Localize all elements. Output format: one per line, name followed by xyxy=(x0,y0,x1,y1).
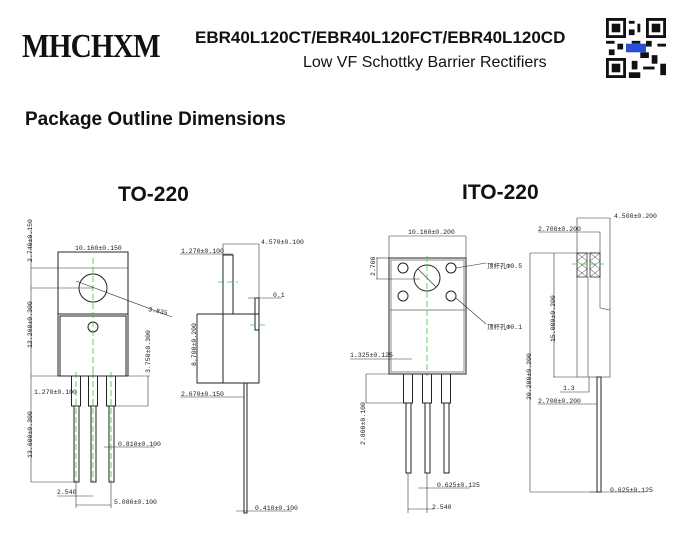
package-title-to220: TO-220 xyxy=(118,183,189,206)
brand-logo: MHCHXM xyxy=(22,28,161,65)
product-subtitle: Low VF Schottky Barrier Rectifiers xyxy=(303,54,547,71)
ito220-side-view: 4.500±0.200 2.700±0.200 15.000±0.200 20.… xyxy=(526,213,657,494)
dim-label: 2.800±0.100 xyxy=(360,402,367,445)
dim-label: 12.260±0.300 xyxy=(27,301,34,348)
dim-label: 4.570±0.100 xyxy=(261,239,304,246)
dim-label: 1.325±0.125 xyxy=(350,352,393,359)
dim-label: 10.160±0.200 xyxy=(408,229,455,236)
dim-label: 8.700±0.200 xyxy=(191,323,198,366)
dim-label: 10.160±0.150 xyxy=(75,245,122,252)
part-numbers: EBR40L120CT/EBR40L120FCT/EBR40L120CD xyxy=(195,28,566,47)
dim-label: 0.1 xyxy=(273,292,285,299)
dim-label: 2.700 xyxy=(370,256,377,276)
dim-label: 1.3 xyxy=(563,385,575,392)
dim-label: 0.625±0.125 xyxy=(610,487,653,494)
dim-label: 3.750±0.300 xyxy=(145,330,152,373)
dim-label: 4.500±0.200 xyxy=(614,213,657,220)
dim-label: 2.700±0.200 xyxy=(538,226,581,233)
dim-label: 20.200±0.200 xyxy=(526,353,533,400)
dim-label: 2.540 xyxy=(57,489,77,496)
pin-note-label: 顶杆孔Φ0.1 xyxy=(487,322,522,331)
dim-label: 2.540 xyxy=(432,504,452,511)
dim-label: 2.740±0.150 xyxy=(27,219,34,262)
dim-label: 2.670±0.150 xyxy=(181,391,224,398)
section-title: Package Outline Dimensions xyxy=(25,109,286,130)
dim-label: 5.080±0.100 xyxy=(114,499,157,506)
dim-label: 0.810±0.100 xyxy=(118,441,161,448)
to220-front-view: 10.160±0.150 2.740±0.150 3.835 12.260±0.… xyxy=(27,219,173,508)
dim-label: 2.700±0.200 xyxy=(538,398,581,405)
qr-code-icon xyxy=(606,18,666,78)
package-title-ito220: ITO-220 xyxy=(462,181,539,204)
dim-label: 13.600±0.300 xyxy=(27,411,34,458)
dim-label: 1.270±0.100 xyxy=(181,248,224,255)
dim-label: 0.625±0.125 xyxy=(437,482,480,489)
ito220-front-view: 10.160±0.200 2.700 顶杆孔Φ0.5 顶杆孔Φ0.1 1.325… xyxy=(350,229,522,513)
dim-label: 15.000±0.200 xyxy=(550,295,557,342)
pin-note-label: 顶杆孔Φ0.5 xyxy=(487,261,522,270)
to220-side-view: 4.570±0.100 1.270±0.100 0.1 8.700±0.200 … xyxy=(180,239,304,514)
dim-label: 0.410±0.100 xyxy=(255,505,298,512)
dim-label: 3.835 xyxy=(148,306,169,317)
dim-label: 1.270±0.100 xyxy=(34,389,77,396)
